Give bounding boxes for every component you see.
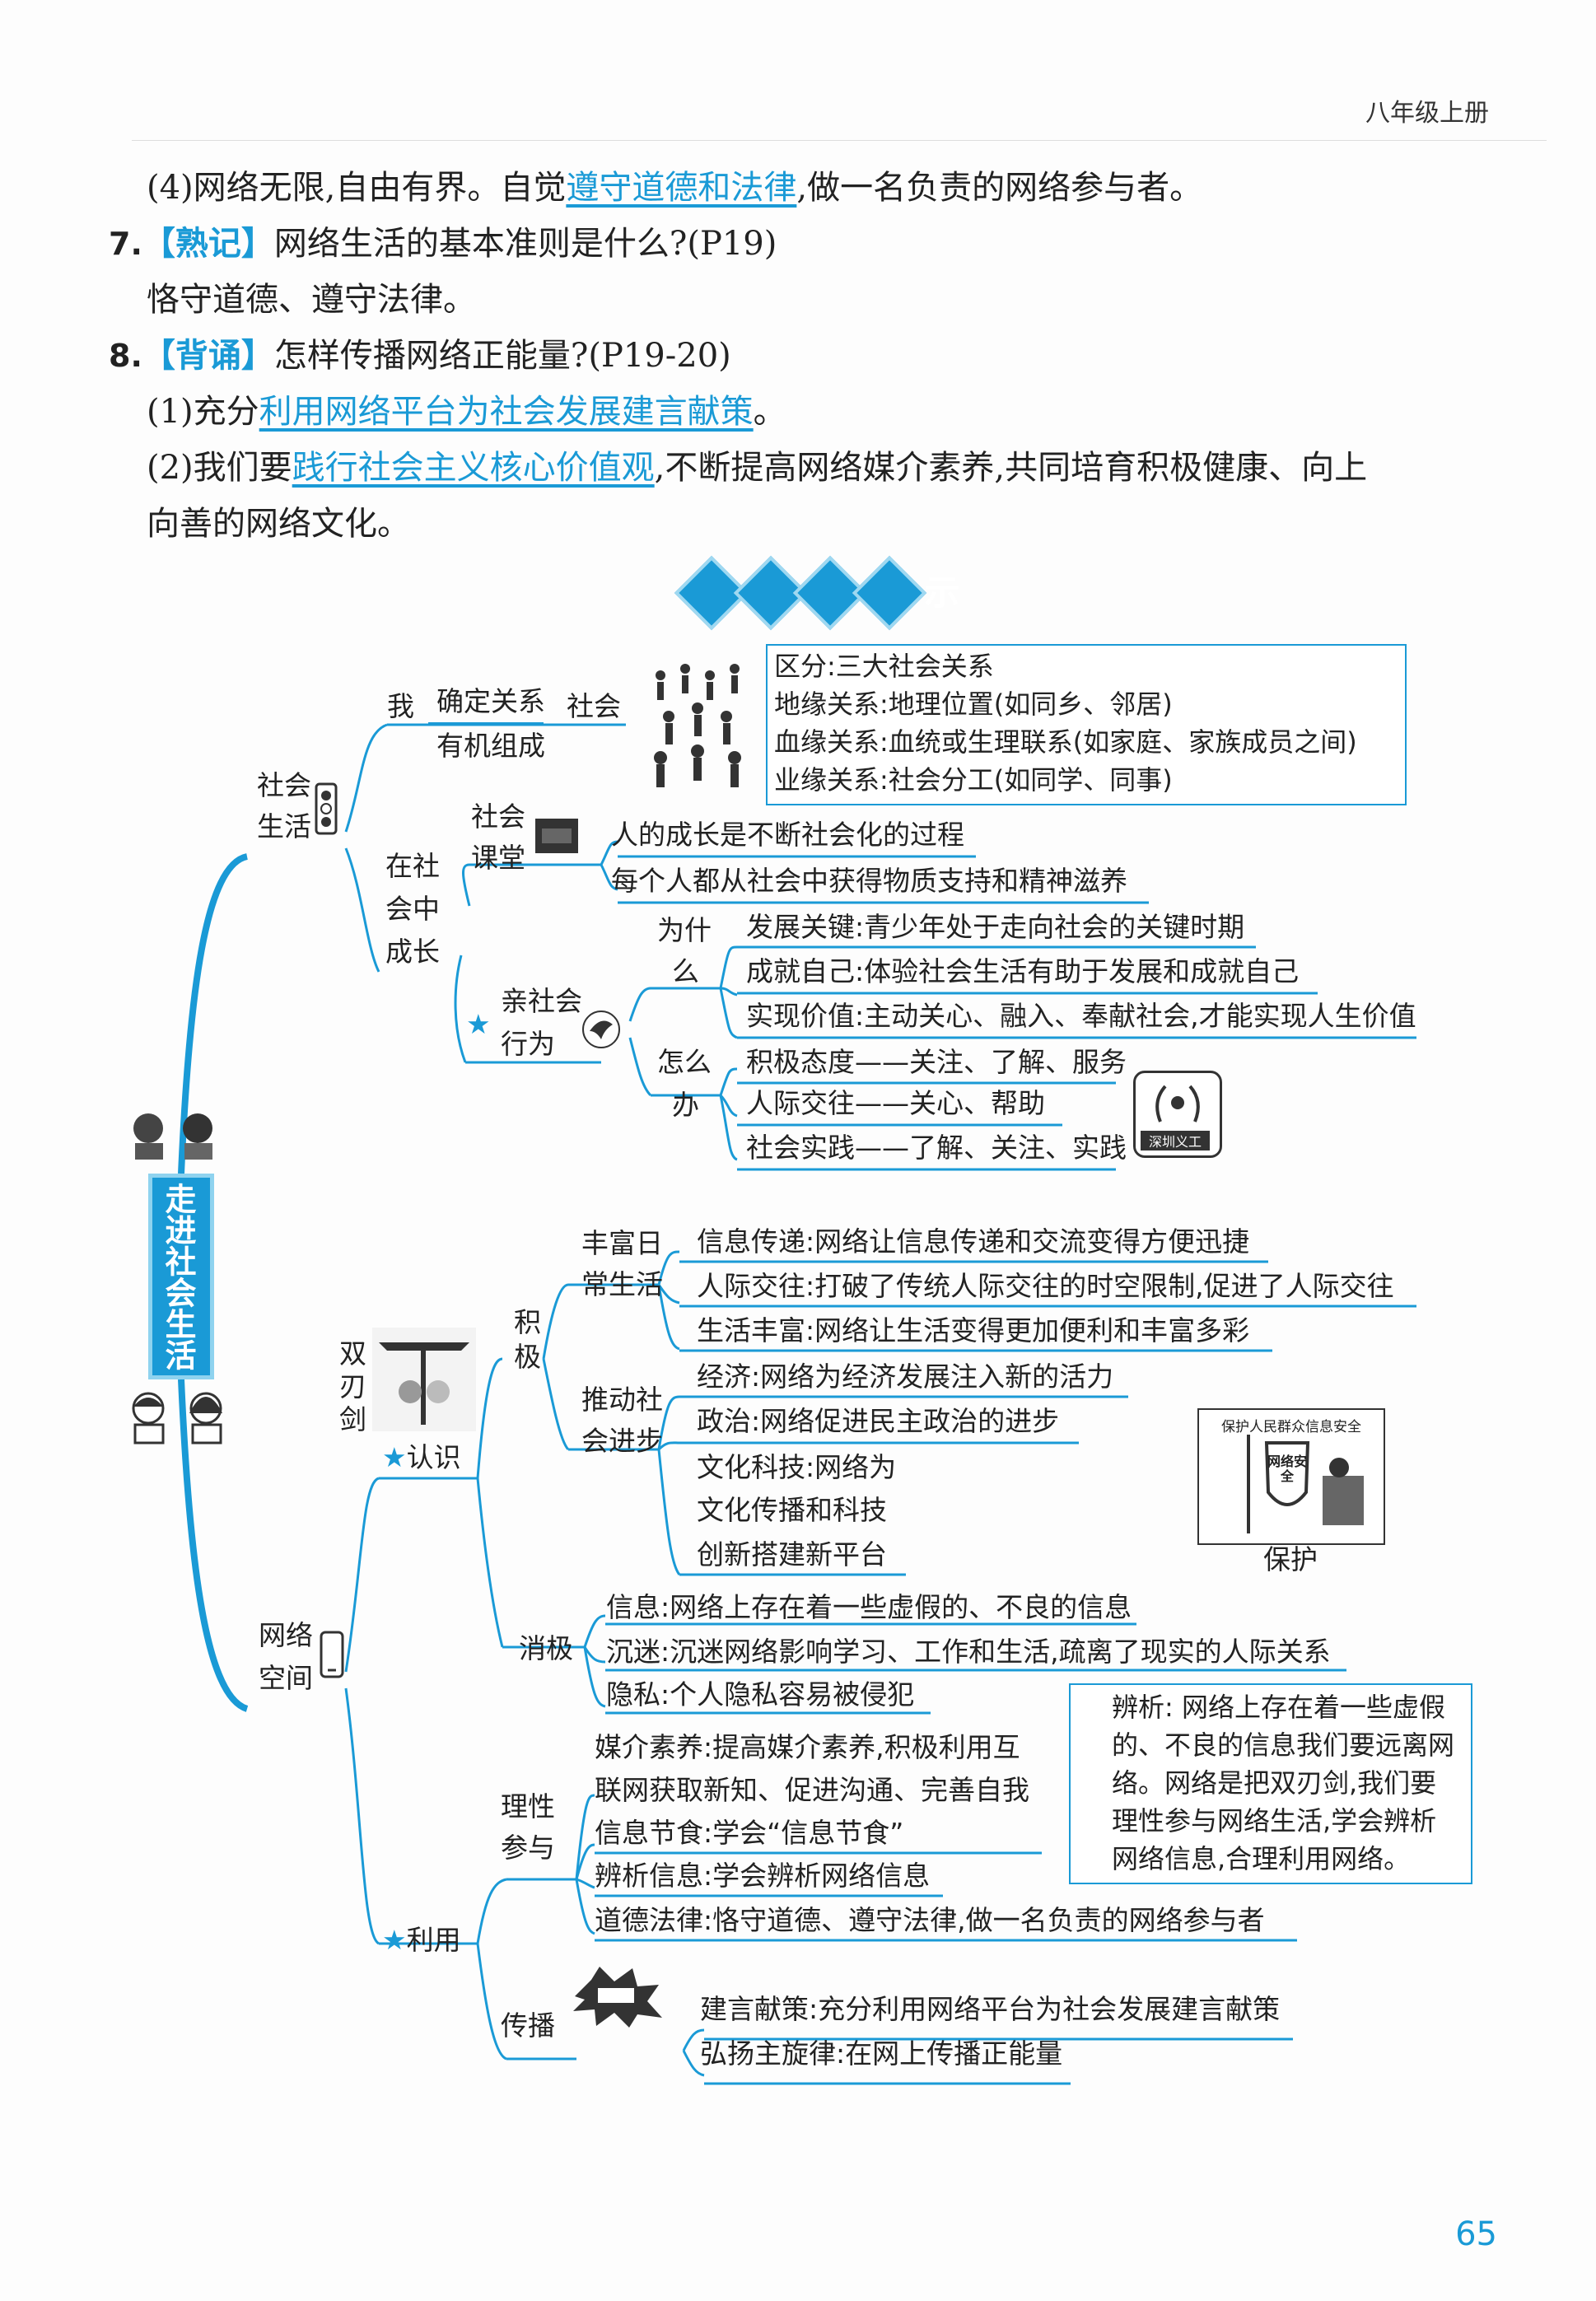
determine-relation-label: 确定关系 <box>436 685 545 718</box>
mindmap-root: 走进社会生活 <box>148 1174 214 1379</box>
daily-life-label-1: 丰富日 <box>581 1227 663 1260</box>
push-item-2: 政治:网络促进民主政治的进步 <box>697 1405 1059 1438</box>
relations-line-1: 区分:三大社会关系 <box>774 647 1398 685</box>
positive-label-1: 积 <box>514 1306 541 1339</box>
sword-label-1: 双 <box>339 1337 366 1370</box>
rational-label-2: 参与 <box>501 1832 555 1865</box>
protect-shield-label: 网络安全 <box>1267 1454 1308 1484</box>
why-label-2: 么 <box>672 955 699 988</box>
why-item-2: 成就自己:体验社会生活有助于发展和成就自己 <box>746 955 1299 988</box>
culture-item-3: 创新搭建新平台 <box>697 1538 887 1571</box>
sword-label-3: 剑 <box>339 1403 366 1436</box>
know-label: ★认识 <box>382 1441 461 1474</box>
grow-label-3: 成长 <box>385 936 440 968</box>
culture-item-2: 文化传播和科技 <box>697 1494 887 1527</box>
how-label-1: 怎么 <box>657 1046 712 1079</box>
worker-avatar-icon <box>124 1104 222 1165</box>
negative-item-3: 隐私:个人隐私容易被侵犯 <box>606 1678 914 1711</box>
rational-item-5: 道德法律:恪守道德、遵守法律,做一名负责的网络参与者 <box>595 1904 1265 1937</box>
laurel-icon <box>1136 1076 1220 1134</box>
phone-icon <box>320 1631 344 1682</box>
energy-burst-icon <box>567 1963 665 2033</box>
push-label-2: 会进步 <box>581 1425 663 1458</box>
know-star: ★ <box>382 1441 407 1473</box>
why-label-1: 为什 <box>657 914 712 947</box>
organic-part-label: 有机组成 <box>436 730 545 763</box>
negative-label: 消极 <box>519 1632 573 1665</box>
analysis-line-1: 辨析: 网络上存在着一些虚假 <box>1112 1688 1461 1726</box>
student-avatar-icon <box>124 1384 231 1453</box>
rational-item-2: 联网获取新知、促进沟通、完善自我 <box>595 1774 1029 1807</box>
relations-line-4: 业缘关系:社会分工(如同学、同事) <box>774 761 1398 799</box>
culture-item-1: 文化科技:网络为 <box>697 1451 896 1484</box>
grow-label-1: 在社 <box>385 850 440 883</box>
classroom-item-2: 每个人都从社会中获得物质支持和精神滋养 <box>611 865 1127 898</box>
social-life-label-1: 社会 <box>257 769 311 802</box>
negative-item-1: 信息:网络上存在着一些虚假的、不良的信息 <box>606 1591 1132 1624</box>
use-label: ★利用 <box>382 1924 461 1957</box>
positive-label-2: 极 <box>514 1341 541 1374</box>
spread-label: 传播 <box>501 2009 555 2042</box>
spread-item-2: 弘扬主旋律:在网上传播正能量 <box>700 2037 1062 2070</box>
rational-item-1: 媒介素养:提高媒介素养,积极利用互 <box>595 1731 1020 1764</box>
analysis-line-4: 理性参与网络生活,学会辨析 <box>1112 1802 1461 1840</box>
why-item-3: 实现价值:主动关心、融入、奉献社会,才能实现人生价值 <box>746 1000 1416 1033</box>
volunteer-badge: 深圳义工 <box>1133 1071 1222 1158</box>
double-edged-sword-icon <box>371 1326 478 1436</box>
dove-emblem-icon <box>576 1006 626 1054</box>
analysis-line-2: 的、不良的信息我们要远离网 <box>1112 1726 1461 1764</box>
shield-icon <box>1199 1435 1384 1542</box>
daily-item-1: 信息传递:网络让信息传递和交流变得方便迅捷 <box>697 1225 1249 1258</box>
classroom-item-1: 人的成长是不断社会化的过程 <box>611 819 964 852</box>
people-network-icon <box>644 659 751 794</box>
push-item-1: 经济:网络为经济发展注入新的活力 <box>697 1361 1113 1393</box>
push-label-1: 推动社 <box>581 1384 663 1417</box>
rational-item-3: 信息节食:学会“信息节食” <box>595 1817 903 1850</box>
analysis-box: 辨析: 网络上存在着一些虚假 的、不良的信息我们要远离网 络。网络是把双刃剑,我… <box>1069 1683 1472 1884</box>
prosocial-label-1: 亲社会 <box>501 985 582 1018</box>
daily-item-2: 人际交往:打破了传统人际交往的时空限制,促进了人际交往 <box>697 1270 1394 1303</box>
rational-item-4: 辨析信息:学会辨析网络信息 <box>595 1860 930 1893</box>
prosocial-label-2: 行为 <box>501 1028 555 1061</box>
use-star: ★ <box>382 1924 407 1956</box>
classroom-label-1: 社会 <box>471 800 525 833</box>
relations-line-2: 地缘关系:地理位置(如同乡、邻居) <box>774 685 1398 723</box>
society-label: 社会 <box>567 690 621 723</box>
network-label-1: 网络 <box>259 1619 313 1652</box>
protect-banner: 保护人民群众信息安全 <box>1199 1415 1384 1435</box>
analysis-line-3: 络。网络是把双刃剑,我们要 <box>1112 1764 1461 1802</box>
protect-caption: 保护 <box>1263 1543 1318 1576</box>
page-number: 65 <box>1455 2215 1497 2253</box>
how-item-2: 人际交往——关心、帮助 <box>746 1087 1045 1120</box>
daily-item-3: 生活丰富:网络让生活变得更加便利和丰富多彩 <box>697 1314 1249 1347</box>
traffic-light-icon <box>315 782 338 838</box>
social-relations-box: 区分:三大社会关系 地缘关系:地理位置(如同乡、邻居) 血缘关系:血统或生理联系… <box>766 644 1407 805</box>
how-label-2: 办 <box>672 1089 699 1122</box>
daily-life-label-2: 常生活 <box>581 1268 663 1301</box>
how-item-3: 社会实践——了解、关注、实践 <box>746 1132 1127 1165</box>
me-label: 我 <box>387 690 414 723</box>
analysis-line-5: 网络信息,合理利用网络。 <box>1112 1840 1461 1878</box>
why-item-1: 发展关键:青少年处于走向社会的关键时期 <box>746 911 1244 944</box>
spread-item-1: 建言献策:充分利用网络平台为社会发展建言献策 <box>700 1993 1280 2026</box>
network-security-image: 保护人民群众信息安全 网络安全 <box>1197 1408 1385 1545</box>
sword-label-2: 刃 <box>339 1370 366 1403</box>
volunteer-badge-label: 深圳义工 <box>1141 1131 1210 1150</box>
rational-label-1: 理性 <box>501 1790 555 1823</box>
how-item-1: 积极态度——关注、了解、服务 <box>746 1046 1127 1079</box>
grow-label-2: 会中 <box>385 893 440 926</box>
social-life-label-2: 生活 <box>257 810 311 843</box>
network-label-2: 空间 <box>259 1662 313 1695</box>
prosocial-star: ★ <box>466 1008 491 1041</box>
blackboard-icon <box>534 817 580 858</box>
negative-item-2: 沉迷:沉迷网络影响学习、工作和生活,疏离了现实的人际关系 <box>606 1636 1331 1669</box>
classroom-label-2: 课堂 <box>471 842 525 875</box>
relations-line-3: 血缘关系:血统或生理联系(如家庭、家族成员之间) <box>774 723 1398 761</box>
